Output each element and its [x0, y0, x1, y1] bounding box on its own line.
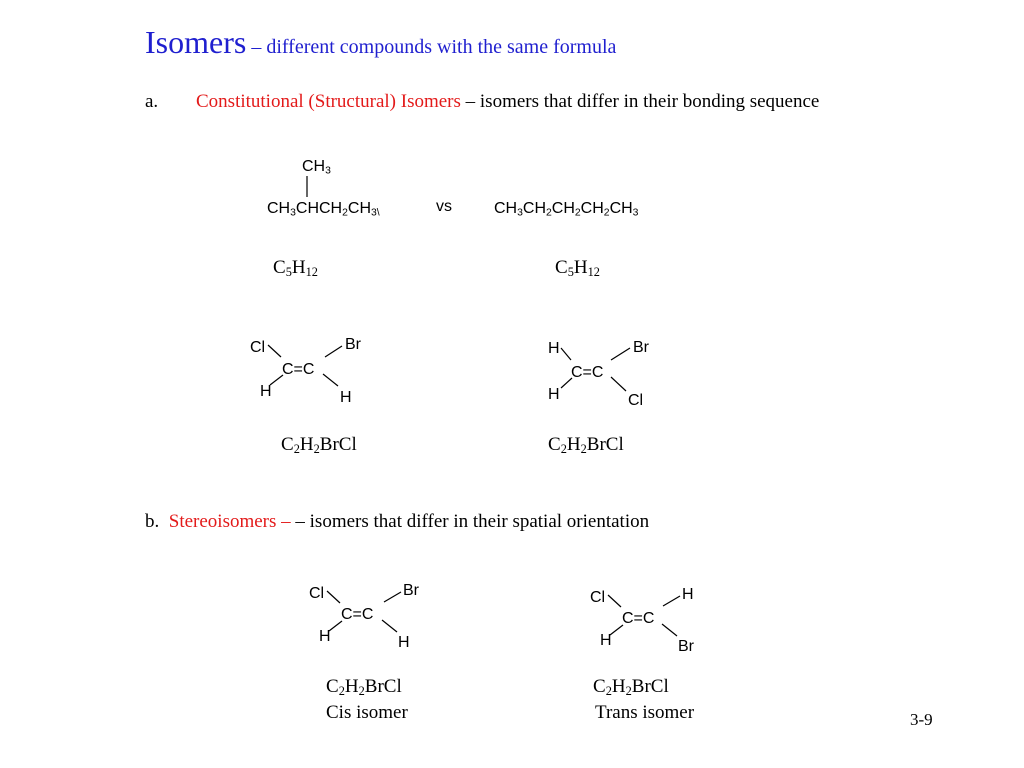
alkene-a1-bottom-right: H: [340, 389, 352, 406]
alkene-a2-top-left: H: [548, 340, 560, 357]
cis-center: C=C: [341, 606, 374, 623]
section-a-term: Constitutional (Structural) Isomers: [196, 91, 461, 112]
alkene-a1-center: C=C: [282, 361, 315, 378]
branched-methyl: CH3: [302, 158, 331, 177]
bond-a1-tl: [267, 344, 282, 358]
formula-cis: C2H2BrCl: [326, 676, 402, 699]
branched-chain: CH3CHCH2CH3\: [267, 200, 380, 219]
alkene-a2-top-right: Br: [633, 339, 649, 356]
section-b-definition: – isomers that differ in their spatial o…: [290, 511, 650, 532]
slide-number: 3-9: [910, 710, 933, 729]
slide-title: Isomers – different compounds with the s…: [145, 22, 616, 67]
cis-top-left: Cl: [309, 585, 325, 602]
section-b-heading: b. Stereoisomers – – isomers that differ…: [145, 511, 650, 532]
bond-trans-tl: [607, 594, 622, 608]
alkene-a1-top-right: Br: [345, 336, 361, 353]
bond-cis-tl: [326, 590, 341, 604]
formula-c5h12-left: C5H12: [273, 257, 318, 280]
trans-bottom-right: Br: [678, 638, 694, 655]
title-word: Isomers: [145, 24, 247, 60]
section-a-marker: a.: [145, 91, 159, 112]
formula-c2h2brcl-a-right: C2H2BrCl: [548, 434, 624, 457]
cis-top-right: Br: [403, 582, 419, 599]
alkene-a1-top-left: Cl: [250, 339, 266, 356]
cis-isomer-label: Cis isomer: [326, 702, 408, 723]
vs-label: vs: [436, 198, 452, 215]
alkene-a2-bottom-left: H: [548, 386, 560, 403]
bond-trans-br: [661, 623, 678, 637]
section-a-definition: – isomers that differ in their bonding s…: [460, 91, 820, 112]
bond-a2-tl: [560, 347, 572, 361]
bond-a1-br: [322, 373, 339, 387]
bond-a1-tr: [324, 345, 343, 358]
trans-center: C=C: [622, 610, 655, 627]
cis-bottom-left: H: [319, 628, 331, 645]
title-subtitle: – different compounds with the same form…: [246, 36, 617, 58]
bond-a2-br: [610, 376, 627, 392]
section-a-heading: Constitutional (Structural) Isomers – is…: [196, 90, 819, 114]
alkene-a2-center: C=C: [571, 364, 604, 381]
formula-c5h12-right: C5H12: [555, 257, 600, 280]
section-b-marker: b.: [145, 511, 160, 532]
bond-cis-tr: [383, 591, 402, 603]
alkene-a1-bottom-left: H: [260, 383, 272, 400]
formula-c2h2brcl-a-left: C2H2BrCl: [281, 434, 357, 457]
cis-bottom-right: H: [398, 634, 410, 651]
bond-trans-tr: [662, 595, 681, 607]
alkene-a2-bottom-right: Cl: [628, 392, 644, 409]
trans-top-left: Cl: [590, 589, 606, 606]
linear-chain: CH3CH2CH2CH2CH3: [494, 200, 639, 219]
section-b-term: Stereoisomers: [168, 511, 277, 532]
bond-a2-tr: [610, 347, 631, 361]
trans-bottom-left: H: [600, 632, 612, 649]
bond-cis-br: [381, 619, 398, 633]
formula-trans: C2H2BrCl: [593, 676, 669, 699]
trans-isomer-label: Trans isomer: [595, 702, 695, 723]
trans-top-right: H: [682, 586, 694, 603]
